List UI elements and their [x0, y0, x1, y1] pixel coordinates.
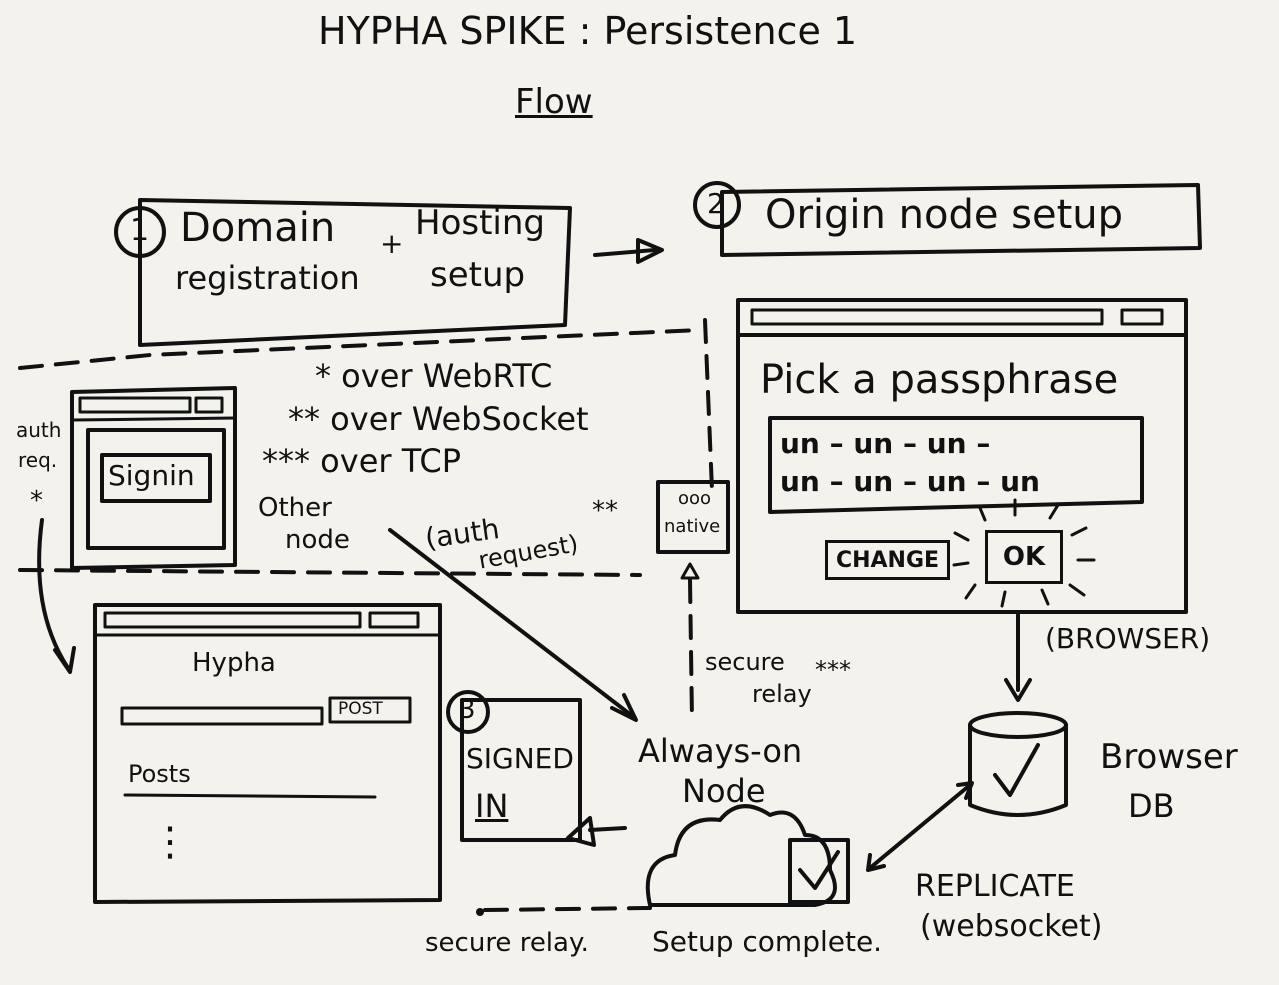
hypha-app-title: Hypha — [192, 648, 276, 678]
always-on-node-line2: Node — [682, 772, 766, 810]
hypha-posts-label: Posts — [128, 760, 191, 788]
arrow-othernode-to-alwayson — [388, 528, 637, 720]
step2-label: Origin node setup — [765, 192, 1124, 238]
diagram-title: HYPHA SPIKE : Persistence 1 — [318, 9, 858, 53]
passphrase-box — [768, 416, 1144, 514]
dashed-boundary-top — [18, 328, 702, 370]
arrow-step1-to-step2 — [593, 248, 657, 257]
auth-side-star: * — [30, 486, 43, 516]
step1-number-circle — [114, 206, 166, 258]
db-checkmark — [993, 743, 1040, 797]
req-side-label: req. — [18, 448, 58, 472]
signin-button-label[interactable]: Signin — [108, 459, 195, 492]
relay-dot — [476, 908, 484, 916]
step1-line2-right: setup — [430, 255, 526, 295]
ok-glow-lines — [952, 498, 1096, 608]
passphrase-prompt: Pick a passphrase — [760, 357, 1119, 403]
step1-plus: + — [380, 227, 404, 260]
ok-button[interactable]: OK — [985, 530, 1063, 584]
native-label: native — [664, 516, 721, 537]
secure-relay-top-line1: secure — [705, 648, 785, 676]
arrow-node-to-signedin — [588, 826, 627, 832]
step2-number: 2 — [707, 187, 725, 220]
step3-box — [460, 698, 582, 842]
dashed-boundary-vertical — [703, 318, 714, 492]
step1-box — [138, 198, 572, 347]
step3-number-circle — [446, 690, 490, 734]
arrowhead-browser-to-db — [1004, 678, 1032, 702]
passphrase-line2: un – un – un – un — [780, 465, 1040, 498]
arrowhead-native-up — [680, 562, 700, 580]
arrowhead-step1-to-step2 — [636, 238, 664, 264]
node-checkmark — [798, 850, 840, 890]
origin-browser-tab — [1120, 308, 1164, 326]
step3-line1: SIGNED — [466, 742, 574, 775]
step1-number: 1 — [130, 213, 150, 248]
hypha-post-button[interactable]: POST — [338, 699, 383, 719]
node-check-box — [788, 838, 850, 904]
hypha-post-input — [120, 706, 324, 726]
dashed-bottom-relay — [483, 906, 652, 912]
other-node-line2: node — [285, 525, 350, 555]
legend-webrtc: * over WebRTC — [315, 357, 553, 395]
arrow-signin-to-hypha — [37, 518, 70, 670]
hypha-post-button-box — [328, 696, 412, 724]
step1-line1-right: Hosting — [415, 203, 545, 243]
replicate-line1: REPLICATE — [915, 869, 1075, 904]
hypha-posts-ellipsis: ⋮ — [150, 819, 190, 865]
step1-line1-left: Domain — [180, 205, 336, 251]
hypha-app-window — [93, 603, 442, 904]
setup-complete: Setup complete. — [652, 925, 883, 958]
browser-label: (BROWSER) — [1045, 622, 1211, 655]
always-on-node-cloud — [645, 804, 837, 907]
step3-line2: IN — [475, 787, 509, 825]
diagram-subtitle: Flow — [515, 82, 593, 122]
passphrase-line1: un – un – un – — [780, 427, 991, 460]
legend-websocket: ** over WebSocket — [288, 400, 589, 438]
other-node-line1: Other — [258, 493, 332, 523]
secure-relay-bottom: secure relay. — [425, 928, 589, 958]
step2-box — [720, 183, 1202, 257]
dashed-boundary-bottom — [18, 568, 642, 577]
legend-tcp: *** over TCP — [262, 442, 462, 480]
auth-request-stars: ** — [592, 496, 618, 526]
dashed-native-to-node — [688, 578, 694, 722]
browser-db-line1: Browser — [1100, 737, 1238, 777]
signin-window — [70, 386, 237, 570]
origin-browser-addressbar — [750, 308, 1104, 326]
origin-browser-window — [736, 298, 1188, 614]
replicate-line2: (websocket) — [920, 909, 1103, 944]
change-button[interactable]: CHANGE — [825, 540, 950, 580]
secure-relay-top-line2: relay — [752, 680, 812, 708]
native-dots: ooo — [678, 488, 712, 509]
native-box — [656, 480, 730, 554]
step2-number-circle — [693, 181, 741, 229]
browser-db-cylinder — [968, 711, 1068, 817]
always-on-node-line1: Always-on — [638, 732, 803, 770]
step1-line2-left: registration — [175, 259, 360, 297]
secure-relay-top-stars: *** — [815, 656, 851, 684]
replicate-arrow — [868, 783, 972, 870]
browser-db-line2: DB — [1128, 787, 1175, 825]
auth-side-label: auth — [16, 418, 62, 442]
signin-button-box — [100, 453, 212, 503]
step3-number: 3 — [459, 695, 476, 725]
